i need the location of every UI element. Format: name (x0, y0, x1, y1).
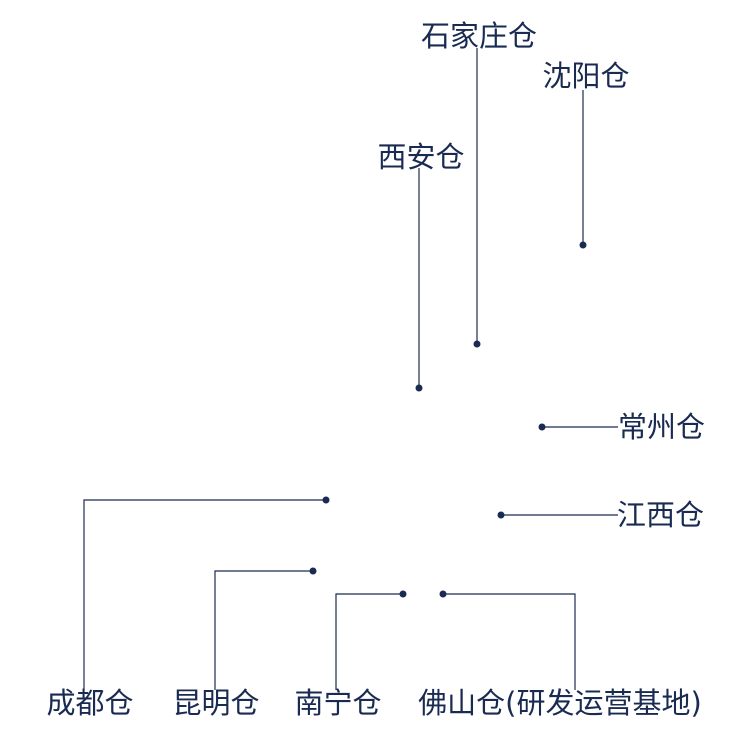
labels: 石家庄仓 沈阳仓 西安仓 常州仓 江西仓 成都仓 昆明仓 南宁仓 佛山仓(研发运… (46, 19, 705, 720)
marker-nanning[interactable] (399, 590, 407, 598)
label-nanning: 南宁仓 (294, 686, 381, 720)
leader-kunming (214, 570, 313, 690)
label-chengdu: 成都仓 (46, 686, 133, 720)
marker-xian[interactable] (415, 384, 423, 392)
leader-nanning (335, 593, 403, 690)
label-foshan: 佛山仓(研发运营基地) (418, 686, 702, 720)
marker-shenyang[interactable] (579, 241, 587, 249)
label-kunming: 昆明仓 (172, 686, 259, 720)
label-xian: 西安仓 (377, 140, 464, 174)
marker-changzhou[interactable] (538, 423, 546, 431)
marker-shijiazhuang[interactable] (473, 340, 481, 348)
marker-foshan[interactable] (439, 590, 447, 598)
label-changzhou: 常州仓 (618, 410, 705, 444)
leader-chengdu (83, 499, 326, 690)
marker-kunming[interactable] (309, 567, 317, 575)
marker-jiangxi[interactable] (497, 511, 505, 519)
label-shenyang: 沈阳仓 (542, 59, 629, 93)
leader-lines (83, 48, 618, 690)
markers (309, 241, 587, 598)
leader-foshan (443, 593, 576, 690)
label-jiangxi: 江西仓 (617, 498, 704, 532)
label-shijiazhuang: 石家庄仓 (421, 19, 537, 53)
marker-chengdu[interactable] (322, 496, 330, 504)
